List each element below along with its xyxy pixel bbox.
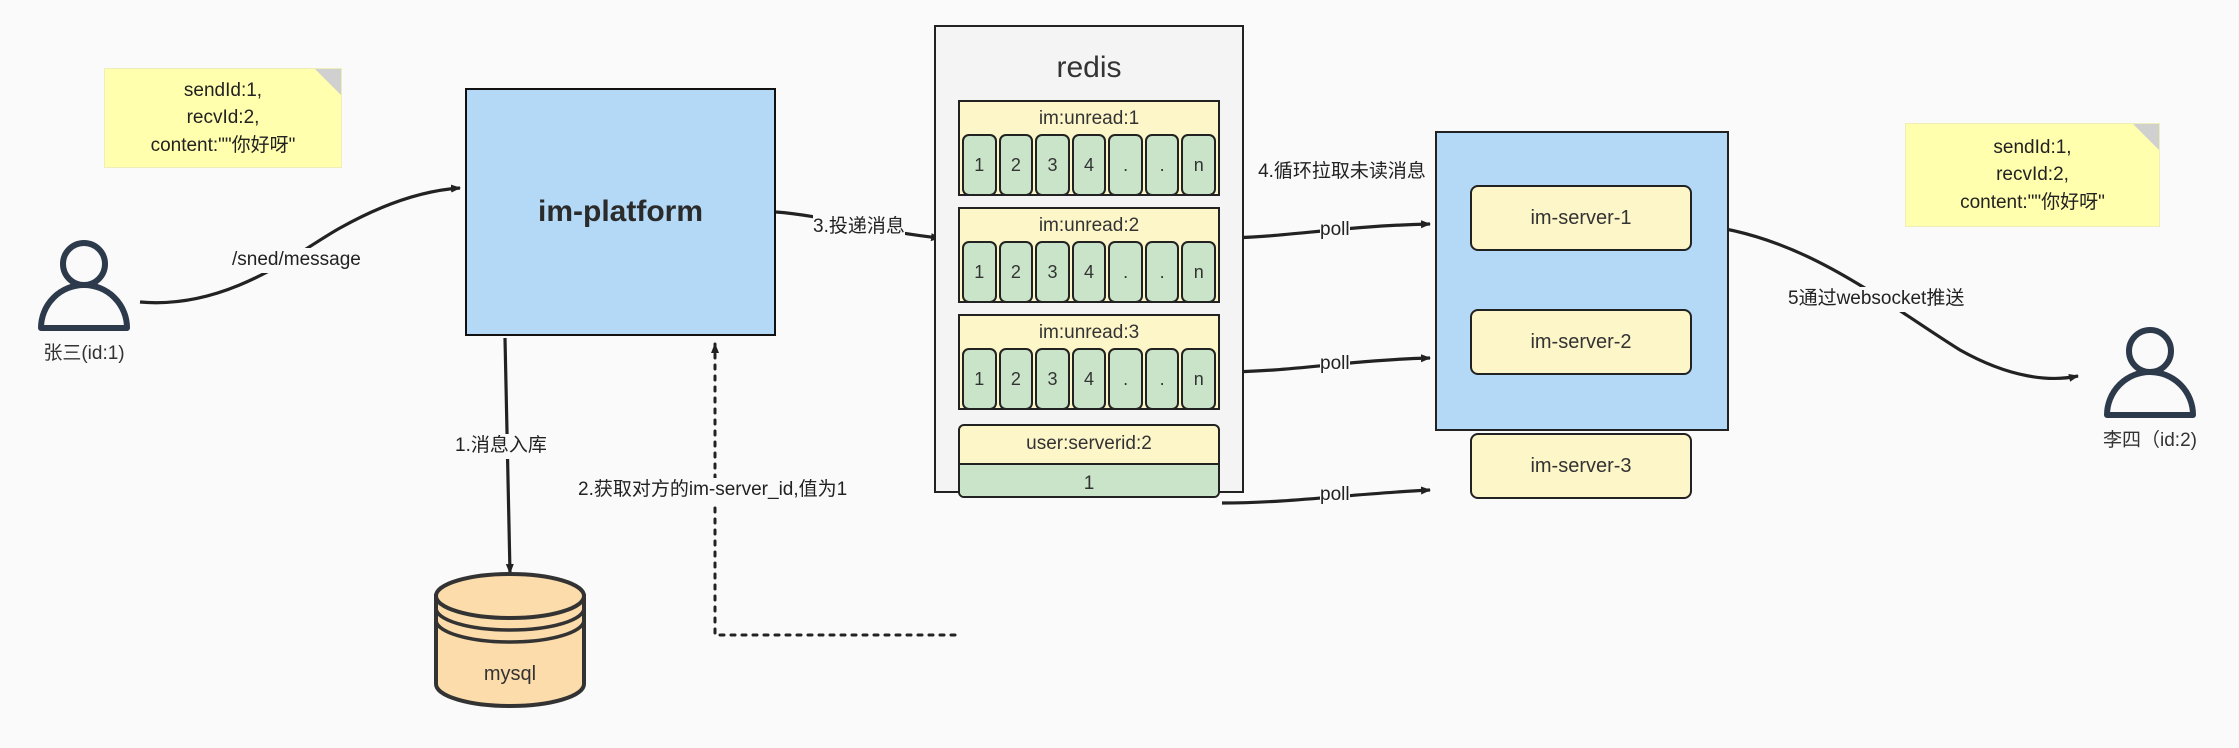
- redis-cell[interactable]: 4: [1071, 241, 1107, 303]
- mysql-database[interactable]: mysql: [430, 570, 590, 710]
- message-payload-note-left: sendId:1, recvId:2, content:""你好呀": [104, 68, 342, 168]
- redis-unread-list-3[interactable]: im:unread:3 1 2 3 4 . . n: [958, 314, 1220, 410]
- im-server-cluster: im-server-1 im-server-2 im-server-3: [1435, 131, 1729, 499]
- user-icon: [2104, 327, 2196, 418]
- redis-cell[interactable]: 4: [1071, 348, 1107, 410]
- actor-receiver: 李四（id:2): [2090, 327, 2210, 452]
- edge-sender-to-platform: [139, 184, 461, 305]
- redis-cell[interactable]: 2: [998, 134, 1034, 196]
- redis-unread-cells-3: 1 2 3 4 . . n: [960, 348, 1218, 412]
- redis-cell[interactable]: 3: [1035, 134, 1070, 196]
- actor-sender-label: 张三(id:1): [43, 343, 125, 364]
- edge-label-send-message: /sned/message: [232, 248, 361, 273]
- redis-cell[interactable]: 1: [962, 134, 997, 196]
- redis-cell[interactable]: 1: [962, 241, 997, 303]
- note-fold-corner-icon: [2133, 124, 2159, 150]
- edge-label-poll-2: poll: [1320, 352, 1350, 377]
- im-platform-box[interactable]: im-platform: [465, 88, 776, 336]
- actor-receiver-label: 李四（id:2): [2103, 430, 2197, 451]
- redis-cell[interactable]: .: [1144, 134, 1180, 196]
- redis-unread-list-1[interactable]: im:unread:1 1 2 3 4 . . n: [958, 100, 1220, 196]
- redis-cell[interactable]: .: [1108, 241, 1143, 303]
- redis-cell[interactable]: 3: [1035, 348, 1070, 410]
- redis-cell[interactable]: 2: [998, 348, 1034, 410]
- im-server-node-label: im-server-1: [1530, 206, 1632, 229]
- redis-cell[interactable]: 1: [962, 348, 997, 410]
- edge-label-step4: 4.循环拉取未读消息: [1258, 160, 1426, 185]
- note-text: sendId:1, recvId:2, content:""你好呀": [150, 79, 296, 156]
- redis-unread-key-3: im:unread:3: [1038, 322, 1140, 343]
- redis-title: redis: [1056, 51, 1122, 84]
- mysql-label: mysql: [483, 663, 537, 685]
- redis-kv-key: user:serverid:2: [1026, 433, 1152, 454]
- redis-cell[interactable]: 4: [1071, 134, 1107, 196]
- redis-unread-list-2[interactable]: im:unread:2 1 2 3 4 . . n: [958, 207, 1220, 303]
- im-server-node-2[interactable]: im-server-2: [1470, 309, 1692, 375]
- edge-label-step5: 5通过websocket推送: [1788, 287, 1965, 312]
- im-server-node-label: im-server-2: [1530, 330, 1632, 353]
- edge-label-poll-3: poll: [1320, 483, 1350, 508]
- redis-cell[interactable]: n: [1181, 241, 1217, 303]
- redis-cell[interactable]: .: [1144, 241, 1180, 303]
- redis-cell[interactable]: 3: [1035, 241, 1070, 303]
- im-server-node-label: im-server-3: [1530, 454, 1632, 477]
- edge-label-step1: 1.消息入库: [455, 434, 547, 459]
- redis-cell[interactable]: .: [1108, 134, 1143, 196]
- redis-cell[interactable]: n: [1181, 348, 1217, 410]
- edge-label-step3: 3.投递消息: [813, 215, 905, 240]
- redis-cell[interactable]: 2: [998, 241, 1034, 303]
- redis-container: redis im:unread:1 1 2 3 4 . . n im:unrea…: [934, 25, 1244, 498]
- edge-label-step2: 2.获取对方的im-server_id,值为1: [578, 478, 848, 503]
- redis-user-serverid-entry[interactable]: user:serverid:2 1: [958, 424, 1220, 498]
- im-server-node-1[interactable]: im-server-1: [1470, 185, 1692, 251]
- message-payload-note-right: sendId:1, recvId:2, content:""你好呀": [1905, 123, 2160, 227]
- redis-unread-cells-1: 1 2 3 4 . . n: [960, 134, 1218, 198]
- database-cylinder-icon: [434, 572, 586, 708]
- note-fold-corner-icon: [315, 69, 341, 95]
- note-text: sendId:1, recvId:2, content:""你好呀": [1960, 136, 2105, 213]
- redis-unread-key-1: im:unread:1: [1038, 108, 1140, 129]
- user-icon: [38, 240, 130, 331]
- im-platform-label: im-platform: [538, 195, 703, 228]
- redis-unread-key-2: im:unread:2: [1038, 215, 1140, 236]
- redis-cell[interactable]: .: [1144, 348, 1180, 410]
- im-server-node-3[interactable]: im-server-3: [1470, 433, 1692, 499]
- redis-unread-cells-2: 1 2 3 4 . . n: [960, 241, 1218, 305]
- redis-cell[interactable]: n: [1181, 134, 1217, 196]
- edge-label-poll-1: poll: [1320, 218, 1350, 243]
- redis-cell[interactable]: .: [1108, 348, 1143, 410]
- actor-sender: 张三(id:1): [24, 240, 144, 365]
- redis-kv-value: 1: [960, 463, 1218, 496]
